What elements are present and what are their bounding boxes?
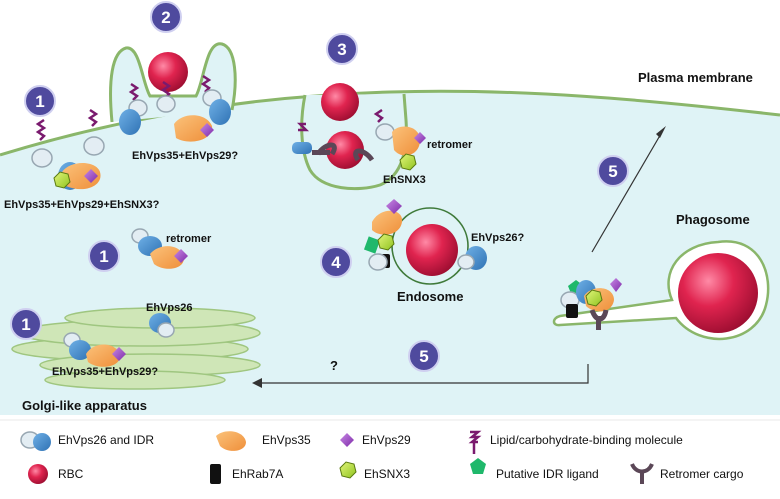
retromer-complex-vesicle [292, 108, 426, 171]
step-marker [88, 240, 120, 272]
phagosome-rbc [678, 253, 758, 333]
retromer-complex-phagosome [560, 278, 622, 330]
step-number: 2 [161, 8, 170, 27]
endosome-label: Endosome [397, 289, 463, 304]
legend-label: Lipid/carbohydrate-binding molecule [490, 433, 683, 447]
complex-cup-label: EhVps35+EhVps29? [132, 150, 238, 162]
step-marker [150, 1, 182, 33]
step-marker [597, 155, 629, 187]
retromer-vesicle-label: retromer [427, 139, 473, 151]
step-marker [10, 308, 42, 340]
legend-item: EhVps35 [216, 431, 311, 451]
legend-item: Putative IDR ligand [470, 458, 599, 481]
rbc-icon [28, 464, 48, 484]
step-marker [320, 246, 352, 278]
ehvps26-golgi-label: EhVps26 [146, 302, 192, 314]
step-marker [326, 33, 358, 65]
vps26-idr-icon [20, 431, 51, 451]
step-number: 5 [419, 347, 428, 366]
legend-item: RBC [28, 464, 84, 484]
plasma-membrane [0, 89, 780, 157]
retromer-cargo-icon [630, 463, 654, 484]
legend-label: Putative IDR ligand [496, 467, 599, 481]
question-mark: ? [330, 358, 338, 373]
arrows [252, 126, 666, 388]
retromer-cytoplasm-label: retromer [166, 233, 212, 245]
step-number: 5 [608, 162, 617, 181]
retromer-complex-endosome [363, 199, 487, 271]
complex-full-label: EhVps35+EhVps29+EhSNX3? [4, 199, 160, 211]
golgi-label: Golgi-like apparatus [22, 398, 147, 413]
ehvps26-endosome-label: EhVps26? [471, 232, 524, 244]
vps29-icon [340, 433, 354, 447]
legend-item: Lipid/carbohydrate-binding molecule [468, 430, 683, 454]
step-marker [24, 85, 56, 117]
step-marker [408, 340, 440, 372]
phagosome-label: Phagosome [676, 212, 750, 227]
retromer-complex-cytoplasm [131, 228, 188, 269]
ehsnx3-label: EhSNX3 [383, 174, 426, 186]
step-number: 1 [21, 315, 30, 334]
legend-item: EhRab7A [210, 464, 283, 484]
vps35-icon [216, 431, 246, 451]
legend-label: Retromer cargo [660, 467, 744, 481]
retromer-complex-golgi [63, 313, 175, 367]
legend-item: EhVps26 and IDR [20, 431, 154, 451]
legend-label: RBC [58, 467, 84, 481]
legend-label: EhVps35 [262, 433, 311, 447]
legend-label: EhVps26 and IDR [58, 433, 154, 447]
step-number: 4 [331, 253, 341, 272]
step-markers: 1 2 3 1 4 5 1 5 [10, 1, 629, 372]
snx3-icon [339, 461, 357, 479]
plasma-membrane-label: Plasma membrane [638, 70, 753, 85]
legend-label: EhVps29 [362, 433, 411, 447]
legend-item: Retromer cargo [630, 463, 744, 484]
step-number: 3 [337, 40, 346, 59]
rbc-cup [148, 52, 188, 92]
endosome-rbc [406, 224, 458, 276]
lipid-binding-icon [468, 430, 482, 454]
legend-item: EhVps29 [340, 433, 411, 447]
retromer-complex-membrane-left [31, 108, 105, 190]
rab7a-icon [210, 464, 221, 484]
idr-ligand-icon [470, 458, 486, 474]
rbc-vesicle-lower [326, 131, 364, 169]
legend: EhVps26 and IDR EhVps35 EhVps29 Lipid/ca… [20, 430, 744, 484]
rbc-vesicle-upper [321, 83, 359, 121]
legend-label: EhRab7A [232, 467, 283, 481]
step-number: 1 [99, 247, 108, 266]
legend-item: EhSNX3 [339, 461, 410, 481]
legend-label: EhSNX3 [364, 467, 410, 481]
complex-golgi-label: EhVps35+EhVps29? [52, 366, 158, 378]
retromer-complex-cup [119, 74, 231, 142]
step-number: 1 [35, 92, 44, 111]
